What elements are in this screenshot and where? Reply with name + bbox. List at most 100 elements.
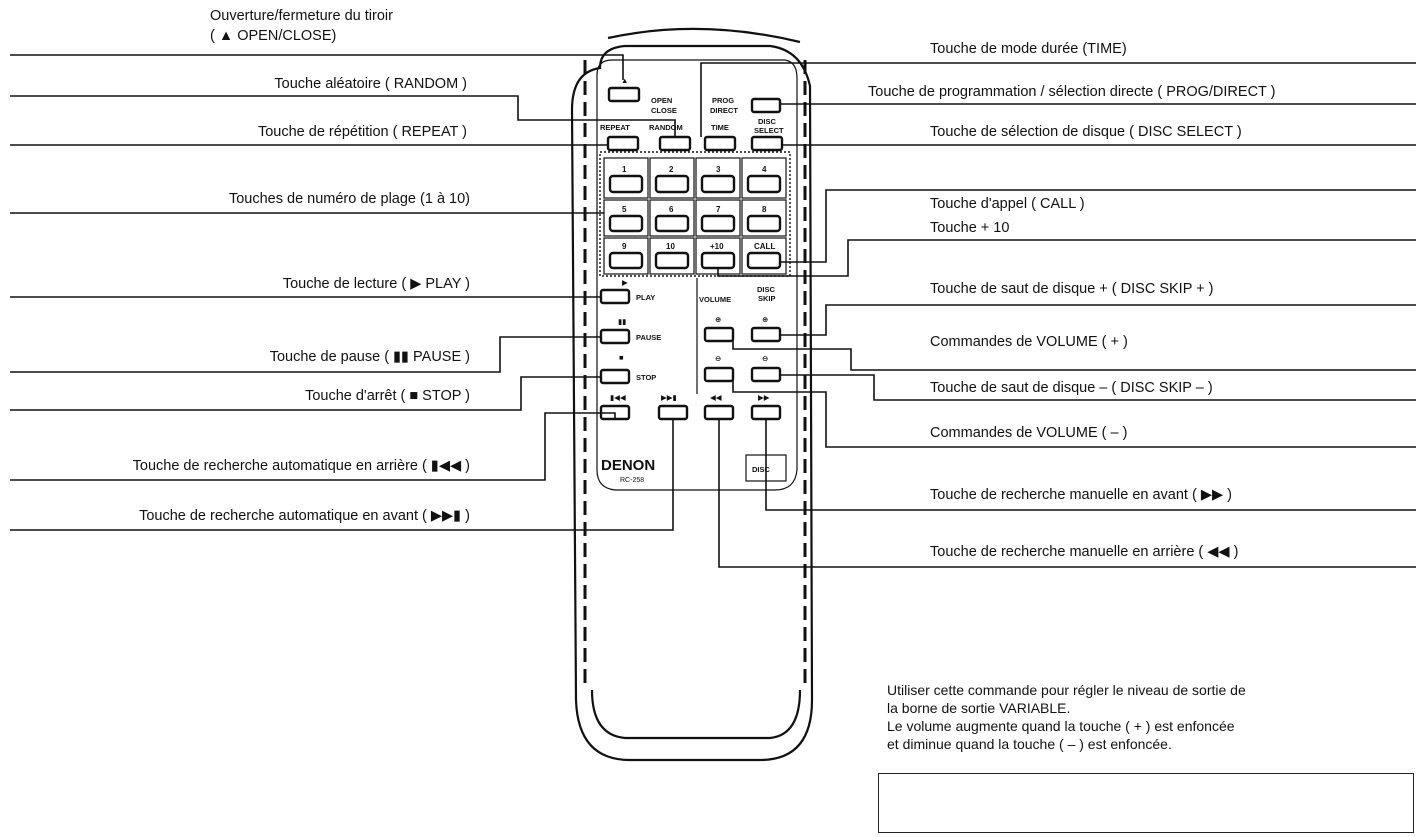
repeat-label: REPEAT xyxy=(600,123,630,132)
remote-top-arc xyxy=(607,27,801,44)
key-cell xyxy=(603,157,649,199)
callout-open-close: Ouverture/fermeture du tiroir xyxy=(210,8,393,24)
key-4-label: 4 xyxy=(762,165,767,174)
note-line-1: Utiliser cette commande pour régler le n… xyxy=(887,682,1246,698)
plus10-button[interactable] xyxy=(700,251,736,270)
key-4-button[interactable] xyxy=(746,174,782,194)
key-cell xyxy=(741,237,787,275)
callout-auto-search-back: Touche de recherche automatique en arriè… xyxy=(133,458,470,474)
key-10-label: 10 xyxy=(666,242,675,251)
number-pad-frame xyxy=(599,151,791,277)
disc-label: DISC xyxy=(758,117,777,126)
key-cell xyxy=(649,237,695,275)
key-cell xyxy=(741,199,787,237)
disc-skip-minus-button[interactable] xyxy=(750,366,782,383)
key-cell xyxy=(603,237,649,275)
prog-label: PROG xyxy=(712,96,734,105)
key-1-label: 1 xyxy=(622,165,627,174)
volume-note: Utiliser cette commande pour régler le n… xyxy=(887,681,1417,753)
volume-label: VOLUME xyxy=(699,295,731,304)
key-7-label: 7 xyxy=(716,205,721,214)
disc-select-button[interactable] xyxy=(750,135,784,152)
volume-plus-button[interactable] xyxy=(703,326,735,343)
select-label: SELECT xyxy=(754,126,784,135)
pause-button[interactable] xyxy=(599,328,631,345)
remote-outline xyxy=(570,44,814,762)
call-button[interactable] xyxy=(746,251,782,270)
compact-disc-logo-text: DISC xyxy=(752,465,771,474)
callout-manual-search-back: Touche de recherche manuelle en arrière … xyxy=(930,544,1238,560)
key-9-button[interactable] xyxy=(608,251,644,270)
callout-time: Touche de mode durée (TIME) xyxy=(930,41,1127,57)
key-cell xyxy=(603,199,649,237)
key-2-button[interactable] xyxy=(654,174,690,194)
manual-search-back-button[interactable] xyxy=(703,404,735,421)
callout-volume-plus: Commandes de VOLUME ( + ) xyxy=(930,334,1128,350)
key-1-button[interactable] xyxy=(608,174,644,194)
key-cell xyxy=(649,157,695,199)
note-line-2: la borne de sortie VARIABLE. xyxy=(887,700,1071,716)
disc-skip-label-1: DISC xyxy=(757,285,776,294)
key-5-label: 5 xyxy=(622,205,627,214)
auto-search-fwd-button[interactable] xyxy=(657,404,689,421)
volume-plus-icon: ⊕ xyxy=(715,315,721,324)
key-8-label: 8 xyxy=(762,205,767,214)
callout-pause: Touche de pause ( ▮▮ PAUSE ) xyxy=(270,349,470,365)
key-10-button[interactable] xyxy=(654,251,690,270)
disc-skip-plus-button[interactable] xyxy=(750,326,782,343)
skip-back-icon: ▮◀◀ xyxy=(610,393,626,402)
key-7-button[interactable] xyxy=(700,214,736,233)
callout-track-numbers: Touches de numéro de plage (1 à 10) xyxy=(229,191,470,207)
remote-face xyxy=(596,59,798,491)
play-label: PLAY xyxy=(636,293,655,302)
eject-icon: ▲ xyxy=(621,76,628,85)
note-line-3: Le volume augmente quand la touche ( + )… xyxy=(887,718,1235,734)
pause-icon: ▮▮ xyxy=(618,317,626,326)
disc-skip-plus-icon: ⊕ xyxy=(762,315,768,324)
volume-minus-button[interactable] xyxy=(703,366,735,383)
key-cell xyxy=(695,199,741,237)
volume-minus-icon: ⊖ xyxy=(715,354,721,363)
key-cell xyxy=(649,199,695,237)
play-icon: ▶ xyxy=(622,278,628,287)
callout-random: Touche aléatoire ( RANDOM ) xyxy=(274,76,467,92)
manual-search-fwd-button[interactable] xyxy=(750,404,782,421)
key-2-label: 2 xyxy=(669,165,674,174)
close-label: CLOSE xyxy=(651,106,677,115)
key-plus10-label: +10 xyxy=(710,242,724,251)
stop-button[interactable] xyxy=(599,368,631,385)
callout-disc-select: Touche de sélection de disque ( DISC SEL… xyxy=(930,124,1242,140)
leader-lines xyxy=(10,54,1416,568)
key-3-label: 3 xyxy=(716,165,721,174)
pause-label: PAUSE xyxy=(636,333,661,342)
repeat-button[interactable] xyxy=(606,135,640,152)
model-number: RC-258 xyxy=(620,477,644,484)
callout-play: Touche de lecture ( ▶ PLAY ) xyxy=(283,276,470,292)
key-9-label: 9 xyxy=(622,242,627,251)
play-button[interactable] xyxy=(599,288,631,305)
disc-skip-minus-icon: ⊖ xyxy=(762,354,768,363)
key-5-button[interactable] xyxy=(608,214,644,233)
remote-buttons: ▲ OPEN CLOSE PROG DIRECT REPEAT RANDOM T… xyxy=(599,76,787,484)
key-6-button[interactable] xyxy=(654,214,690,233)
time-button[interactable] xyxy=(703,135,737,152)
callout-labels: Ouverture/fermeture du tiroir ( ▲ OPEN/C… xyxy=(133,8,1276,560)
disc-skip-label-2: SKIP xyxy=(758,294,776,303)
random-button[interactable] xyxy=(658,135,692,152)
direct-label: DIRECT xyxy=(710,106,738,115)
fast-forward-icon: ▶▶ xyxy=(758,393,770,402)
callout-disc-skip-minus: Touche de saut de disque – ( DISC SKIP –… xyxy=(930,380,1213,396)
prog-direct-button[interactable] xyxy=(750,97,782,114)
open-label: OPEN xyxy=(651,96,672,105)
key-6-label: 6 xyxy=(669,205,674,214)
key-8-button[interactable] xyxy=(746,214,782,233)
callout-call: Touche d'appel ( CALL ) xyxy=(930,196,1085,212)
callout-volume-minus: Commandes de VOLUME ( – ) xyxy=(930,425,1127,441)
key-cell xyxy=(695,157,741,199)
callout-stop: Touche d'arrêt ( ■ STOP ) xyxy=(305,388,470,404)
callout-disc-skip-plus: Touche de saut de disque + ( DISC SKIP +… xyxy=(930,281,1213,297)
key-3-button[interactable] xyxy=(700,174,736,194)
rewind-icon: ◀◀ xyxy=(710,393,722,402)
open-close-button[interactable] xyxy=(607,86,641,103)
key-call-label: CALL xyxy=(754,242,775,251)
